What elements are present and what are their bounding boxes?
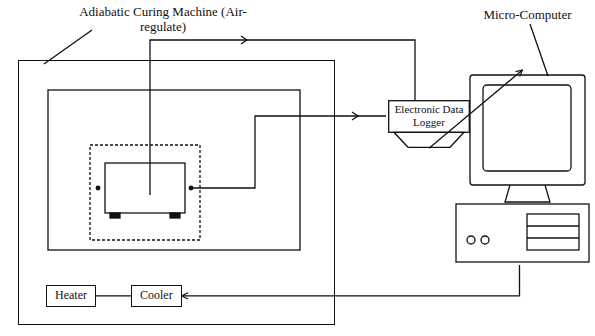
specimen-foot xyxy=(170,213,180,218)
node-label: Adiabatic Curing Machine (Air-regulate) xyxy=(77,5,249,35)
specimen-box xyxy=(105,163,185,213)
connector-line xyxy=(96,295,131,296)
node-label: Electronic Data Logger xyxy=(392,103,466,128)
heater-box: Heater xyxy=(46,285,96,307)
leader-line xyxy=(44,30,92,64)
specimen-enclosure xyxy=(90,145,200,240)
flow-chevron xyxy=(241,36,247,44)
drive-bay xyxy=(527,214,579,250)
case-button xyxy=(467,236,475,244)
flow-chevron xyxy=(352,112,358,120)
sensor-wire xyxy=(150,40,415,195)
drive-slot xyxy=(527,225,579,226)
node-label: Cooler xyxy=(140,289,173,303)
sensor-dot xyxy=(96,186,100,190)
connector-line xyxy=(182,265,520,296)
leader-line xyxy=(530,24,548,76)
machine-housing: Adiabatic Curing Machine (Air-regulate)H… xyxy=(18,60,335,325)
sensor-wire xyxy=(191,116,386,188)
micro-computer: Micro-Computer xyxy=(455,70,590,265)
monitor-case xyxy=(470,75,585,185)
node-label: Heater xyxy=(55,289,87,303)
monitor-screen xyxy=(483,85,571,171)
computer-case xyxy=(456,204,589,262)
monitor-stand xyxy=(505,185,550,202)
logger-box xyxy=(389,101,470,133)
node-label: Micro-Computer xyxy=(465,8,590,23)
computer-outline xyxy=(455,70,590,265)
specimen-foot xyxy=(110,213,120,218)
logger-base xyxy=(394,132,464,147)
drive-slot xyxy=(527,237,579,238)
case-button xyxy=(481,236,489,244)
data-logger: Electronic Data Logger xyxy=(388,100,470,148)
cooler-box: Cooler xyxy=(131,285,182,307)
inner-chamber xyxy=(48,90,300,250)
